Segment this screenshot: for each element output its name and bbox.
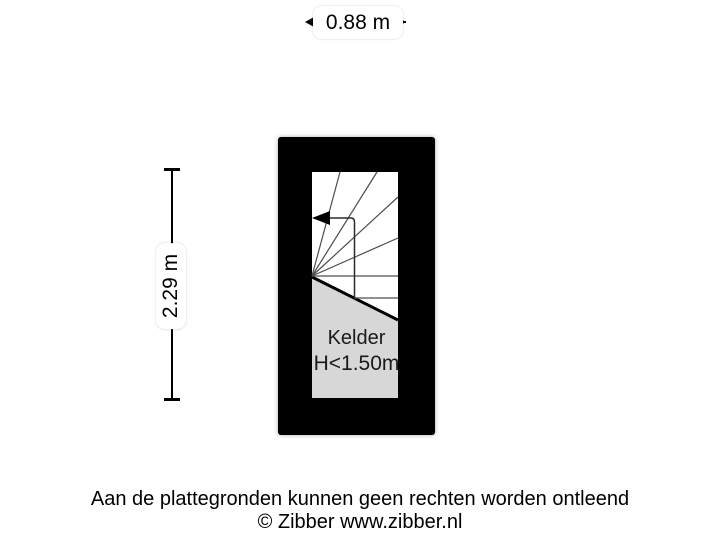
copyright-text: © Zibber www.zibber.nl — [257, 511, 463, 533]
dimension-end-tick-bottom — [164, 398, 180, 401]
height-dimension-label: 2.29 m — [156, 242, 186, 330]
lowered-ceiling-area — [312, 277, 398, 398]
room-name-label: Kelder — [327, 327, 386, 349]
ceiling-height-label: H<1.50m — [313, 352, 400, 375]
width-dimension-label: 0.88 m — [313, 6, 403, 39]
dimension-end-tick-top — [164, 168, 180, 171]
disclaimer-text: Aan de plattegronden kunnen geen rechten… — [90, 488, 630, 510]
stair-direction-arrow-icon — [312, 211, 330, 225]
dimension-arrow-left-icon — [305, 17, 314, 27]
floorplan-drawing — [278, 137, 435, 435]
stair-walkline — [329, 217, 356, 298]
